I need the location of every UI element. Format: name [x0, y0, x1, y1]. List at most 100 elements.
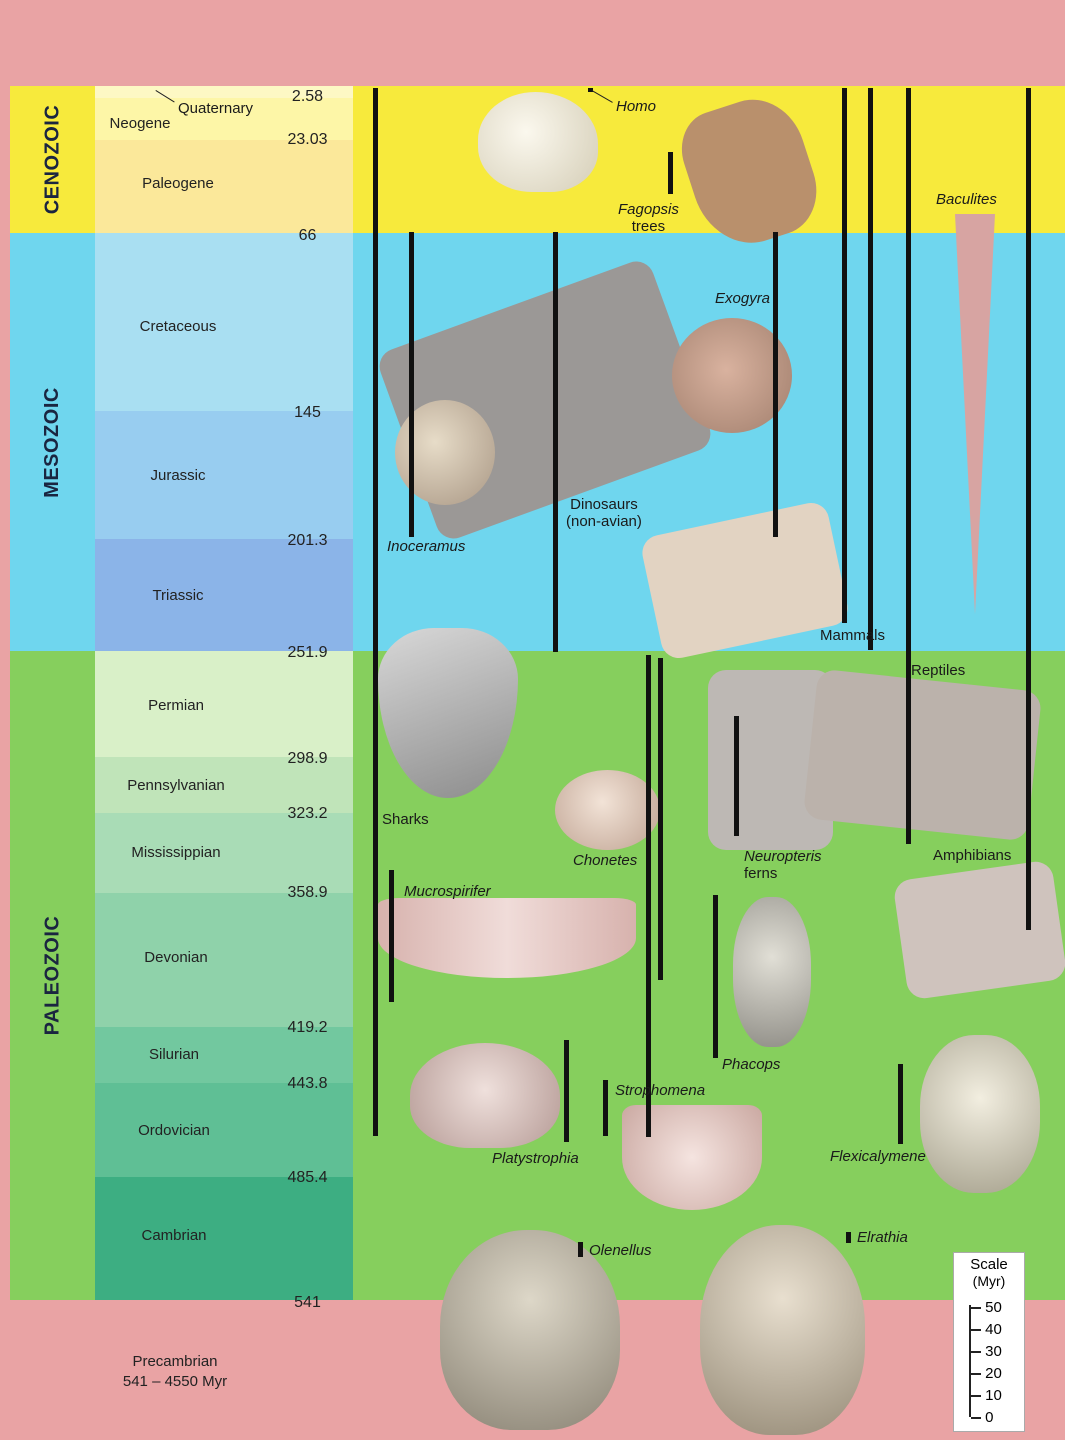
taxon-mucrospirifer-label: Mucrospirifer: [404, 883, 491, 900]
period-label-paleogene: Paleogene: [98, 175, 258, 192]
amphibian-fossil-slab: [892, 859, 1065, 1000]
sharks-range-bar: [373, 88, 378, 1136]
platystrophia-range-bar: [564, 1040, 569, 1142]
taxon-baculites-label: Baculites: [936, 191, 997, 208]
scale-title: Scale: [954, 1256, 1024, 1273]
taxon-dinosaurs-label: Dinosaurs: [566, 496, 642, 513]
age-label: 358.9: [270, 884, 345, 902]
age-label: 145: [270, 404, 345, 422]
taxon-trees-label: trees: [618, 218, 679, 235]
age-label: 323.2: [270, 805, 345, 823]
period-label-triassic: Triassic: [98, 587, 258, 604]
taxon-strophomena-label: Strophomena: [615, 1082, 705, 1099]
reptile-fossil-slab: [803, 669, 1042, 842]
baculites-shell: [955, 214, 995, 614]
neuropteris-label: Neuropteris ferns: [744, 848, 822, 882]
fagopsis-range-bar: [668, 152, 673, 194]
neuropteris-range-bar: [734, 716, 739, 836]
taxon-amphibians-label: Amphibians: [933, 847, 1011, 864]
mammals-range-bar: [842, 88, 847, 623]
strophomena-shell: [622, 1105, 762, 1210]
exogyra-range-bar: [773, 232, 778, 537]
age-label: 2.58: [270, 88, 345, 106]
age-label: 298.9: [270, 750, 345, 768]
taxon-olenellus-label: Olenellus: [589, 1242, 652, 1259]
taxon-inoceramus-label: Inoceramus: [387, 538, 465, 555]
scale-tick-label: 0: [985, 1409, 993, 1426]
dinosaurs-label: Dinosaurs (non-avian): [566, 496, 642, 530]
taxon-fagopsis-label: Fagopsis: [618, 201, 679, 218]
taxon-homo-label: Homo: [616, 98, 656, 115]
mucrospirifer-range-bar: [389, 870, 394, 1002]
amphibians-range-bar: [906, 88, 911, 844]
scale-tick-label: 50: [985, 1299, 1002, 1316]
precambrian-range: 541 – 4550 Myr: [90, 1372, 260, 1392]
scale-tick-label: 30: [985, 1343, 1002, 1360]
scale-tick-label: 40: [985, 1321, 1002, 1338]
taxon-chonetes-label: Chonetes: [573, 852, 637, 869]
flexicalymene-trilobite: [920, 1035, 1040, 1193]
elrathia-trilobite: [700, 1225, 865, 1435]
period-label-cretaceous: Cretaceous: [98, 318, 258, 335]
period-label-neogene: Neogene: [60, 115, 220, 132]
age-label: 201.3: [270, 532, 345, 550]
phacops-range-bar: [713, 895, 718, 1058]
taxon-mammals-label: Mammals: [820, 627, 885, 644]
reptiles-range-bar: [646, 655, 651, 1137]
taxon-neuropteris-label: Neuropteris: [744, 848, 822, 865]
scale-tick: 10: [971, 1385, 1002, 1407]
scale-tick: 30: [971, 1341, 1002, 1363]
scale-tick-label: 10: [985, 1387, 1002, 1404]
flexicalymene-range-bar: [898, 1064, 903, 1144]
scale-unit: (Myr): [954, 1273, 1024, 1289]
period-label-pennsylvanian: Pennsylvanian: [96, 777, 256, 794]
strophomena-range-bar: [603, 1080, 608, 1136]
platystrophia-shell: [410, 1043, 560, 1148]
scale-tick: 50: [971, 1297, 1002, 1319]
scale-tick: 40: [971, 1319, 1002, 1341]
scale-box: Scale (Myr) 50 40 30 20 10 0: [953, 1252, 1025, 1432]
chonetes-shell: [555, 770, 660, 850]
mucrospirifer-shell: [378, 898, 636, 978]
olenellus-range-bar: [578, 1242, 583, 1257]
dinosaurs-range-bar: [553, 232, 558, 652]
taxon-elrathia-label: Elrathia: [857, 1229, 908, 1246]
age-label: 251.9: [270, 644, 345, 662]
scale-ticks: 50 40 30 20 10 0: [971, 1297, 1002, 1429]
taxon-sharks-label: Sharks: [382, 811, 429, 828]
period-label-ordovician: Ordovician: [94, 1122, 254, 1139]
taxon-dinosaurs-sub-label: (non-avian): [566, 513, 642, 530]
age-label: 541: [270, 1294, 345, 1312]
taxon-phacops-label: Phacops: [722, 1056, 780, 1073]
period-label-devonian: Devonian: [96, 949, 256, 966]
era-paleozoic: PALEOZOIC: [10, 651, 95, 1300]
inoceramus-range-bar: [409, 232, 414, 537]
scale-tick-label: 20: [985, 1365, 1002, 1382]
taxon-platystrophia-label: Platystrophia: [492, 1150, 579, 1167]
precambrian-name: Precambrian: [90, 1352, 260, 1372]
period-label-jurassic: Jurassic: [98, 467, 258, 484]
taxon-flexicalymene-label: Flexicalymene: [830, 1148, 926, 1165]
era-cenozoic: CENOZOIC: [10, 86, 95, 233]
baculites-range-bar: [868, 88, 873, 650]
era-paleozoic-label: PALEOZOIC: [41, 916, 64, 1036]
precambrian-label: Precambrian 541 – 4550 Myr: [90, 1352, 260, 1392]
scale-tick: 20: [971, 1363, 1002, 1385]
age-label: 419.2: [270, 1019, 345, 1037]
period-label-mississippian: Mississippian: [96, 844, 256, 861]
period-label-cambrian: Cambrian: [94, 1227, 254, 1244]
period-label-permian: Permian: [96, 697, 256, 714]
scale-tick: 0: [971, 1407, 1002, 1429]
taxon-reptiles-label: Reptiles: [911, 662, 965, 679]
olenellus-trilobite: [440, 1230, 620, 1430]
chonetes-range-bar: [658, 658, 663, 980]
reptile-alt-range-bar: [1026, 88, 1031, 930]
taxon-ferns-label: ferns: [744, 865, 822, 882]
skull-illustration: [478, 92, 598, 192]
period-label-silurian: Silurian: [94, 1046, 254, 1063]
fagopsis-label: Fagopsis trees: [618, 201, 679, 235]
phacops-trilobite: [733, 897, 811, 1047]
age-label: 23.03: [270, 131, 345, 149]
elrathia-range-bar: [846, 1232, 851, 1243]
era-mesozoic-label: MESOZOIC: [41, 387, 64, 498]
